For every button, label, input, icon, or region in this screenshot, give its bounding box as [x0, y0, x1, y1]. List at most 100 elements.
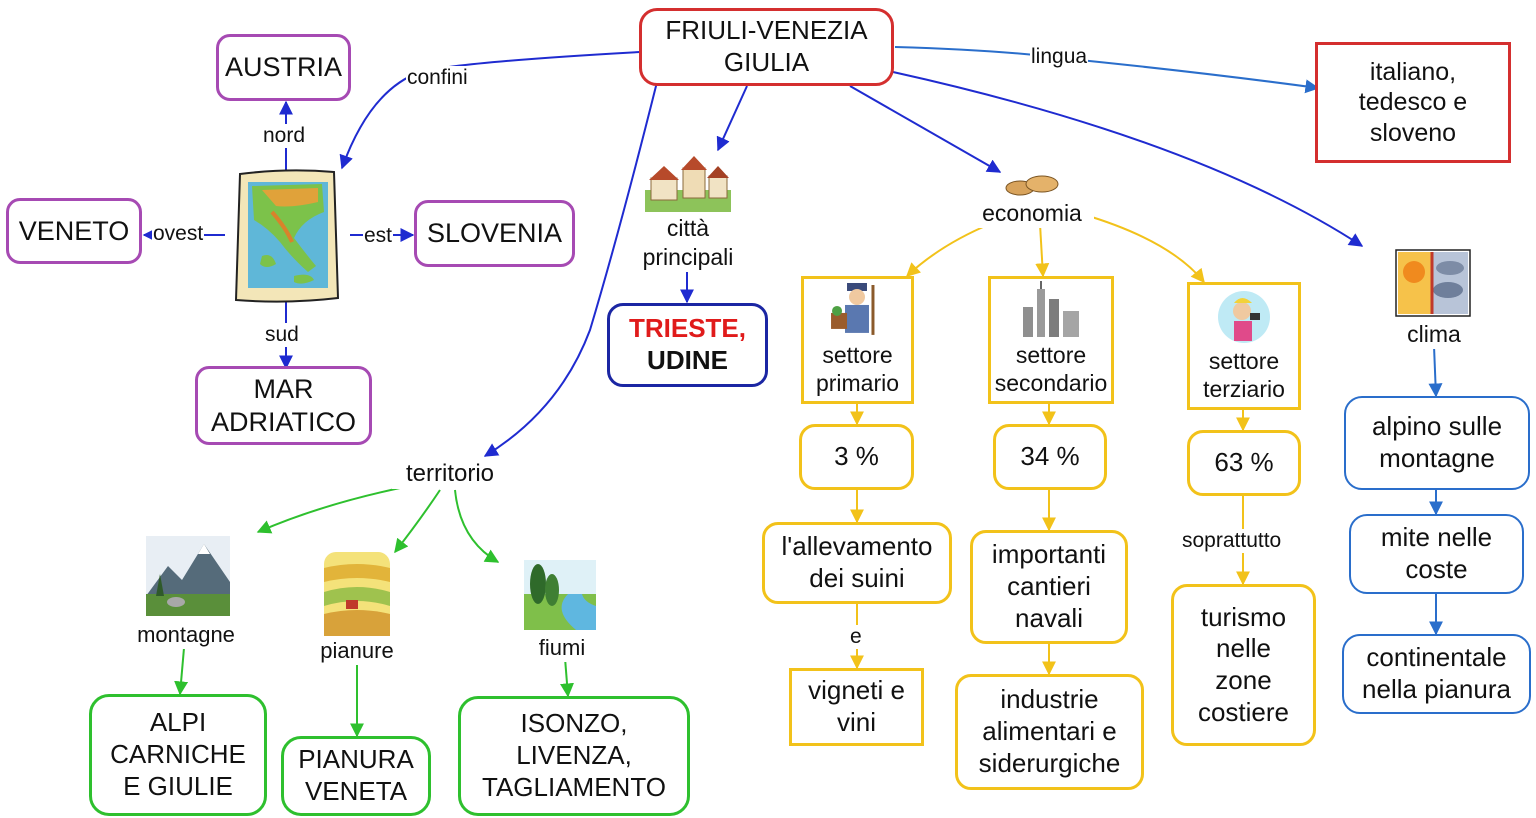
italy-map-icon — [234, 169, 340, 303]
secondario-line1: settore — [1015, 341, 1087, 368]
pct-secondario: 34 % — [1020, 441, 1080, 472]
node-turismo[interactable]: turismo nelle zone costiere — [1171, 584, 1316, 746]
vigneti-line1: vigneti e — [808, 675, 905, 706]
node-veneto[interactable]: VENETO — [6, 198, 142, 264]
turismo-line4: costiere — [1197, 696, 1290, 727]
city-udine: UDINE — [647, 345, 728, 375]
alpi-line3: E GIULIE — [123, 770, 233, 801]
allevamento-line1: l'allevamento — [781, 531, 933, 562]
alpino-line1: alpino sulle — [1371, 411, 1503, 442]
link-label-e: e — [849, 625, 863, 650]
node-pct-terziario[interactable]: 63 % — [1187, 430, 1301, 496]
citta-line2: principali — [642, 243, 734, 270]
allevamento-line2: dei suini — [809, 563, 905, 593]
node-isonzo[interactable]: ISONZO, LIVENZA, TAGLIAMENTO — [458, 696, 690, 816]
node-austria[interactable]: AUSTRIA — [216, 34, 351, 101]
cantieri-line1: importanti — [991, 539, 1107, 570]
pianura-line1: PIANURA — [298, 744, 414, 775]
mar-line1: MAR — [253, 373, 314, 404]
node-alpi[interactable]: ALPI CARNICHE E GIULIE — [89, 694, 267, 816]
node-alpino[interactable]: alpino sulle montagne — [1344, 396, 1530, 490]
node-fiumi[interactable]: fiumi — [526, 634, 598, 662]
node-allevamento[interactable]: l'allevamento dei suini — [762, 522, 952, 604]
link-label-ovest: ovest — [152, 222, 205, 247]
cantieri-line2: cantieri — [1007, 571, 1091, 602]
node-territorio[interactable]: territorio — [392, 459, 508, 489]
cantieri-line3: navali — [1015, 602, 1083, 633]
link-label-lingua: lingua — [1030, 45, 1089, 70]
alpi-line2: CARNICHE — [110, 739, 246, 770]
node-cantieri[interactable]: importanti cantieri navali — [970, 530, 1128, 644]
link-label-sud: sud — [264, 323, 300, 348]
vigneti-line2: vini — [836, 707, 876, 737]
node-citta-principali[interactable]: città principali — [630, 214, 746, 272]
terziario-line1: settore — [1208, 347, 1280, 374]
central-node-friuli[interactable]: FRIULI-VENEZIA GIULIA — [639, 8, 894, 86]
lingua-line2: tedesco e — [1358, 88, 1468, 117]
turismo-line3: zone — [1215, 665, 1272, 695]
mountain-icon — [146, 536, 230, 616]
link-label-nord: nord — [262, 124, 307, 149]
node-vigneti[interactable]: vigneti e vini — [789, 668, 924, 746]
mar-line2: ADRIATICO — [210, 406, 356, 437]
alpi-line1: ALPI — [149, 707, 207, 738]
terziario-line2: terziario — [1203, 375, 1285, 402]
node-pct-secondario[interactable]: 34 % — [993, 424, 1107, 490]
node-montagne[interactable]: montagne — [126, 621, 246, 649]
industrie-line1: industrie — [1000, 684, 1099, 715]
node-clima[interactable]: clima — [1394, 320, 1474, 349]
node-industrie[interactable]: industrie alimentari e siderurgiche — [955, 674, 1144, 790]
node-settore-secondario[interactable]: settore secondario — [988, 276, 1114, 404]
industrie-line3: siderurgiche — [978, 747, 1121, 778]
primario-line2: primario — [815, 369, 900, 396]
node-mite[interactable]: mite nelle coste — [1349, 514, 1524, 594]
farmer-icon — [830, 282, 874, 335]
pianura-line2: VENETA — [304, 776, 408, 806]
continentale-line2: nella pianura — [1362, 674, 1511, 704]
node-mar-adriatico[interactable]: MAR ADRIATICO — [195, 366, 372, 445]
tourist-icon — [1218, 290, 1270, 343]
village-icon — [645, 156, 731, 212]
central-line1: FRIULI-VENEZIA — [665, 15, 868, 46]
factory-icon — [1023, 280, 1079, 337]
node-economia[interactable]: economia — [970, 199, 1094, 228]
pct-terziario: 63 % — [1214, 447, 1274, 478]
node-lingua[interactable]: italiano, tedesco e sloveno — [1315, 42, 1511, 163]
node-settore-primario[interactable]: settore primario — [801, 276, 914, 404]
link-label-confini: confini — [406, 66, 469, 91]
turismo-line2: nelle — [1216, 633, 1271, 664]
link-label-soprattutto: soprattutto — [1181, 529, 1283, 554]
isonzo-line2: LIVENZA, — [516, 740, 632, 771]
industrie-line2: alimentari e — [982, 716, 1117, 747]
node-pct-primario[interactable]: 3 % — [799, 424, 914, 490]
mite-line1: mite nelle — [1380, 522, 1493, 553]
node-trieste-udine[interactable]: TRIESTE, UDINE — [607, 303, 768, 387]
weather-icon — [1395, 249, 1471, 317]
node-pianura-veneta[interactable]: PIANURA VENETA — [281, 736, 431, 816]
link-label-est: est — [363, 224, 394, 249]
node-slovenia[interactable]: SLOVENIA — [414, 200, 575, 267]
fields-icon — [324, 552, 390, 636]
secondario-line2: secondario — [994, 369, 1108, 396]
node-continentale[interactable]: continentale nella pianura — [1342, 634, 1531, 714]
coins-icon — [1005, 175, 1059, 196]
turismo-line1: turismo — [1200, 601, 1287, 632]
city-trieste: TRIESTE, — [628, 313, 746, 344]
austria-label: AUSTRIA — [224, 52, 343, 83]
pct-primario: 3 % — [834, 441, 879, 472]
isonzo-line3: TAGLIAMENTO — [482, 771, 666, 802]
alpino-line2: montagne — [1379, 443, 1495, 473]
node-pianure[interactable]: pianure — [304, 637, 410, 665]
isonzo-line1: ISONZO, — [520, 708, 628, 739]
node-settore-terziario[interactable]: settore terziario — [1187, 282, 1301, 410]
veneto-label: VENETO — [18, 215, 130, 246]
citta-line1: città — [666, 215, 710, 241]
central-line2: GIULIA — [723, 47, 810, 77]
lingua-line3: sloveno — [1369, 118, 1457, 147]
river-icon — [524, 560, 596, 630]
mite-line2: coste — [1405, 554, 1468, 584]
lingua-line1: italiano, — [1369, 57, 1457, 86]
continentale-line1: continentale — [1366, 642, 1507, 673]
slovenia-label: SLOVENIA — [426, 218, 563, 249]
